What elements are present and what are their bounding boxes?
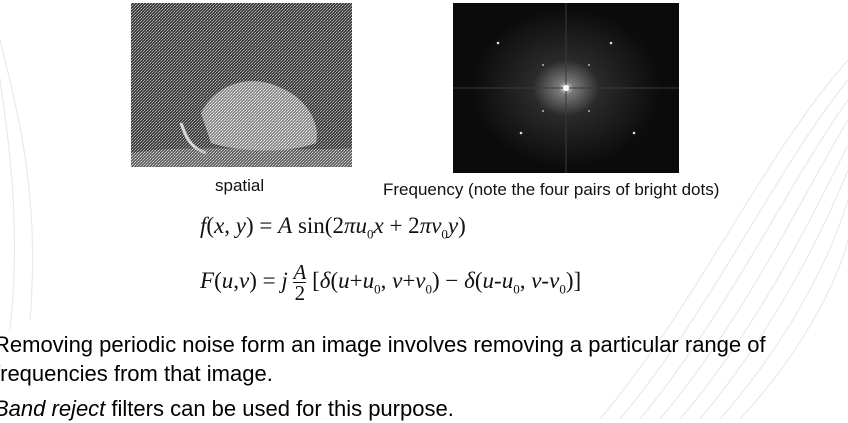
spatial-caption: spatial: [215, 176, 265, 195]
paragraph-line-2: frequencies from that image.: [0, 361, 273, 386]
band-reject-rest: filters can be used for this purpose.: [105, 396, 454, 421]
band-reject-term: Band reject: [0, 396, 106, 421]
equation-spatial: f(x, y) = A sin(2πu0x + 2πv0y): [200, 213, 466, 242]
paragraph-band-reject: Band reject filters can be used for this…: [0, 394, 454, 423]
frequency-image: [453, 3, 679, 173]
frequency-caption: Frequency (note the four pairs of bright…: [383, 180, 720, 199]
spatial-image: [131, 3, 352, 167]
paragraph-line-1: Removing periodic noise form an image in…: [0, 332, 766, 357]
paragraph-removing-noise: Removing periodic noise form an image in…: [0, 330, 766, 388]
